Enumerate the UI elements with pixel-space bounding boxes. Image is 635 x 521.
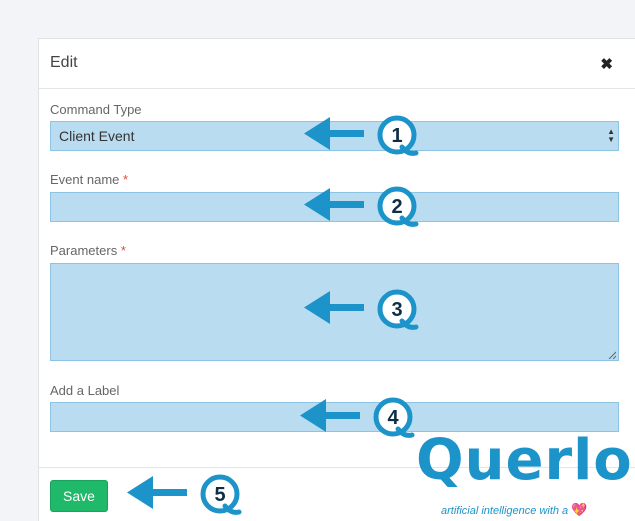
arrow-left-icon [304,291,364,324]
callout-4: 4 [300,397,415,438]
command-type-value: Client Event [59,128,135,144]
close-icon[interactable]: ✖ [600,56,613,73]
callout-3: 3 [304,289,419,330]
callout-5: 5 [127,474,242,515]
callout-number: 2 [391,196,402,218]
parameters-label: Parameters * [50,243,126,258]
required-asterisk: * [123,172,129,187]
callout-2: 2 [304,186,419,227]
heart-icon: 💖 [571,502,588,517]
callout-number: 1 [391,125,402,147]
save-button[interactable]: Save [50,480,108,512]
event-name-input[interactable] [50,192,619,222]
add-label-label: Add a Label [50,383,120,398]
brand-name: Querlo [416,428,633,493]
callout-1: 1 [304,115,419,156]
modal-header: Edit ✖ [39,39,635,89]
brand-tagline-text: artificial intelligence with a [441,505,569,517]
required-asterisk: * [120,243,126,258]
modal-footer: Save [39,467,635,521]
event-name-label: Event name * [50,172,128,187]
command-type-select[interactable]: Client Event ▲▼ [50,121,619,151]
parameters-label-text: Parameters [50,243,118,258]
arrow-left-icon [300,399,360,432]
select-arrows-icon: ▲▼ [607,127,615,144]
callout-number: 3 [391,299,402,321]
parameters-textarea[interactable] [50,263,619,361]
callout-number: 5 [214,484,225,506]
modal-title: Edit [50,54,78,71]
arrow-left-icon [127,476,187,509]
brand-tagline: artificial intelligence with a 💖 [441,502,587,518]
edit-modal: Edit ✖ Command Type Client Event ▲▼ Even… [38,38,635,521]
event-name-label-text: Event name [50,172,120,187]
arrow-left-icon [304,188,364,221]
command-type-label: Command Type [50,102,142,117]
resize-grip-icon[interactable] [608,351,616,359]
callout-number: 4 [387,407,399,429]
querlo-logo: Querlo artificial intelligence with a 💖 [416,428,632,521]
arrow-left-icon [304,117,364,150]
